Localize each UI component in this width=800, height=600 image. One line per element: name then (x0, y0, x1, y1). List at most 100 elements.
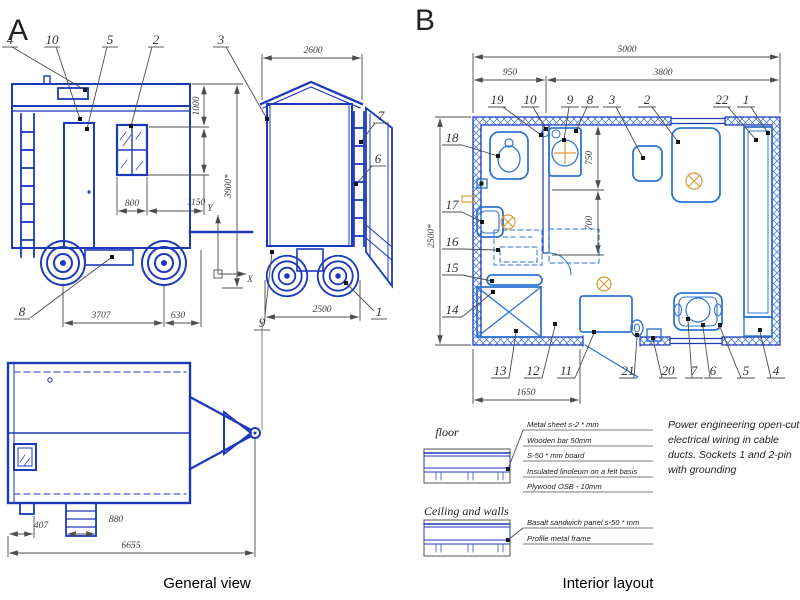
shower-tray (476, 286, 542, 338)
axis-y-label: Y (207, 204, 214, 214)
callout-b3: 3 (608, 92, 616, 107)
dim-750: 750 (585, 151, 595, 166)
floor-layer-3: S-50 * mm board (527, 451, 585, 460)
rear-wheel-right (316, 254, 360, 298)
callout-b1: 1 (743, 92, 750, 107)
side-view (11, 75, 254, 286)
callout-b16: 16 (446, 234, 460, 249)
dim-2500-star: 2500* (427, 224, 437, 248)
partition-wall (542, 124, 550, 254)
ceiling-detail: Ceiling and walls Basalt sandwich panel … (423, 504, 653, 557)
utility-box (646, 328, 662, 342)
floor-layer-2: Wooden bar 50mm (527, 436, 592, 445)
kitchen-sink (673, 292, 723, 331)
rear-view (259, 80, 393, 298)
callout-b9: 9 (567, 92, 574, 107)
dim-3707: 3707 (91, 311, 112, 321)
note-line-2: electrical wiring in cable (668, 434, 779, 446)
open-door-panel (365, 106, 393, 289)
ceiling-layer-1: Basalt sandwich panel s-50 * mm (527, 518, 639, 527)
dim-1650: 1650 (517, 388, 536, 398)
callout-b2: 2 (644, 92, 651, 107)
boiler-inner-hidden (499, 246, 538, 263)
dim-3800: 3800 (653, 68, 673, 78)
dim-630: 630 (171, 311, 186, 321)
door-handle (87, 190, 91, 194)
callout-3: 3 (217, 32, 225, 47)
floor-detail-title: floor (435, 425, 459, 439)
toilet (489, 131, 529, 180)
top-view (6, 361, 261, 537)
bathroom-fixtures (461, 131, 600, 338)
table (671, 127, 721, 203)
callout-b8: 8 (587, 92, 594, 107)
interior-layout-dimensions: 5000 950 3800 2500* 750 700 1650 (427, 45, 781, 404)
dim-1150: 1150 (187, 198, 206, 208)
dim-6655: 6655 (122, 541, 141, 551)
tow-hitch (188, 395, 261, 471)
partition-door-arc (548, 252, 572, 276)
callout-b21: 21 (622, 363, 635, 378)
floor-layer-5: Plywood OSB - 10mm (527, 482, 602, 491)
dim-880: 880 (109, 515, 124, 525)
general-view-callouts: 4 10 5 2 3 8 9 1 7 6 (2, 32, 389, 331)
callout-b15: 15 (446, 260, 460, 275)
callout-b18: 18 (446, 130, 460, 145)
floor-layers-table: Metal sheet s-2 * mm Wooden bar 50mm S-5… (523, 420, 653, 493)
ceiling-layer-2: Profile metal frame (527, 534, 591, 543)
top-wall-window (670, 116, 726, 126)
axle-box (296, 248, 324, 272)
floor-layer-1: Metal sheet s-2 * mm (527, 420, 599, 429)
floor-section (423, 448, 511, 484)
floor-detail: floor Metal sheet s-2 * mm Wooden bar 50… (423, 420, 653, 493)
panel-a-letter: A (8, 14, 28, 47)
chimney (43, 75, 51, 85)
wheel-front (40, 240, 86, 286)
callout-b5: 5 (743, 363, 750, 378)
top-window (13, 443, 37, 471)
side-block (19, 502, 35, 515)
callout-b10: 10 (524, 92, 538, 107)
living-room-fixtures (579, 126, 773, 342)
dim-407: 407 (34, 521, 50, 531)
callout-b20: 20 (662, 363, 676, 378)
panel-b-letter: B (415, 4, 435, 37)
ceiling-lamp-room (596, 276, 612, 292)
callout-b17: 17 (446, 197, 460, 212)
stool (632, 145, 663, 182)
callout-4: 4 (7, 32, 14, 47)
dim-950: 950 (503, 68, 518, 78)
general-view-dimensions: 1000 1150 800 3900* Y X 3707 630 (7, 46, 363, 557)
callout-b19: 19 (491, 92, 505, 107)
bed (743, 126, 773, 337)
callout-b13: 13 (494, 363, 508, 378)
callout-5: 5 (107, 32, 114, 47)
ceiling-layers-table: Basalt sandwich panel s-50 * mm Profile … (523, 518, 653, 545)
ceiling-detail-title: Ceiling and walls (424, 504, 509, 518)
dim-5000: 5000 (618, 45, 637, 55)
wheel-rear (141, 240, 187, 286)
dim-800: 800 (125, 199, 140, 209)
callout-10: 10 (46, 32, 60, 47)
axis-x-label: X (246, 275, 254, 285)
wiring-note: Power engineering open-cut electrical wi… (668, 419, 800, 476)
boiler-hidden (493, 229, 543, 266)
general-view-caption: General view (163, 575, 251, 592)
interior-layout-caption: Interior layout (563, 575, 655, 592)
callout-2: 2 (153, 32, 160, 47)
callout-b4: 4 (773, 363, 780, 378)
general-view-panel: A (2, 14, 393, 592)
callout-b7: 7 (691, 363, 698, 378)
bottom-wall-window (669, 336, 723, 346)
note-line-3: ducts. Sockets 1 and 2-pin (668, 449, 792, 461)
callout-b12: 12 (527, 363, 541, 378)
callout-b22: 22 (716, 92, 730, 107)
dim-2500: 2500 (313, 305, 332, 315)
entrance-door-opening (582, 335, 641, 378)
door-swing-line (584, 344, 639, 378)
interior-layout-callouts: 19 10 9 8 3 2 22 1 18 17 16 15 14 (442, 92, 785, 379)
dim-2600: 2600 (304, 46, 323, 56)
bed-drawer (743, 316, 773, 337)
note-line-4: with grounding (668, 464, 736, 476)
